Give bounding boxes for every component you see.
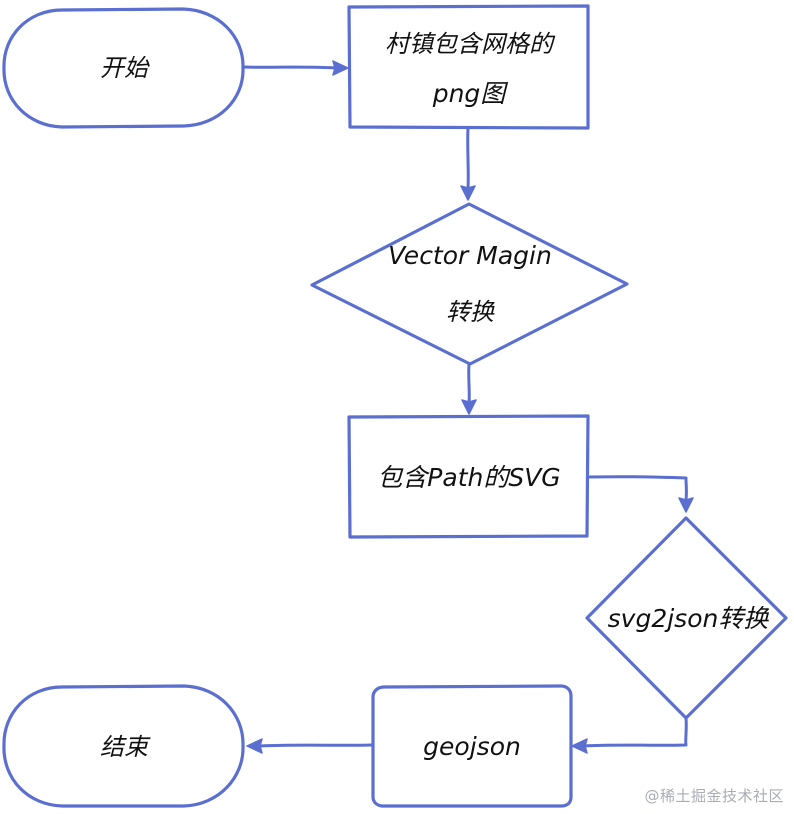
arrowhead-png-to-vector	[460, 185, 476, 201]
node-vector-magic: Vector Magin 转换	[310, 202, 629, 366]
vector-magic-decision-shape	[310, 202, 629, 366]
arrowhead-svg2json-to-geojson	[571, 738, 588, 754]
edge-vector-to-svg	[467, 362, 471, 404]
png-grid-label-line1: 村镇包含网格的	[385, 30, 556, 58]
start-terminator-shape	[2, 7, 245, 129]
start-label: 开始	[100, 54, 150, 82]
svg2json-decision-shape	[585, 516, 788, 720]
node-end: 结束	[2, 684, 245, 808]
svg-with-path-label: 包含Path的SVG	[377, 463, 560, 492]
watermark: @稀土掘金技术社区	[644, 787, 784, 805]
edge-png-to-vector	[466, 126, 470, 190]
node-svg2json: svg2json转换	[585, 516, 788, 720]
arrowhead-svg-to-svg2json	[678, 497, 694, 513]
edges	[241, 60, 694, 754]
end-terminator-shape	[2, 684, 245, 808]
arrowhead-vector-to-svg	[461, 399, 477, 415]
edge-geojson-to-end	[258, 743, 374, 748]
node-geojson: geojson	[371, 684, 573, 808]
geojson-process-shape	[371, 684, 573, 808]
edge-svg-to-svg2json	[586, 475, 688, 502]
node-svg-with-path: 包含Path的SVG	[347, 414, 590, 539]
edge-start-to-png	[241, 65, 338, 70]
svg-with-path-process-shape	[347, 414, 590, 539]
arrowhead-start-to-png	[332, 60, 349, 76]
node-png-grid: 村镇包含网格的 png图	[347, 4, 590, 130]
vector-magic-label-line1: Vector Magin	[388, 241, 552, 270]
vector-magic-label-line2: 转换	[446, 298, 495, 326]
edge-svg2json-to-geojson	[582, 716, 688, 748]
arrowhead-geojson-to-end	[246, 738, 263, 754]
svg2json-label: svg2json转换	[608, 604, 770, 633]
png-grid-process-shape	[347, 4, 590, 130]
end-label: 结束	[100, 733, 151, 761]
png-grid-label-line2: png图	[432, 79, 509, 108]
node-start: 开始	[2, 7, 245, 129]
geojson-label: geojson	[423, 732, 521, 761]
